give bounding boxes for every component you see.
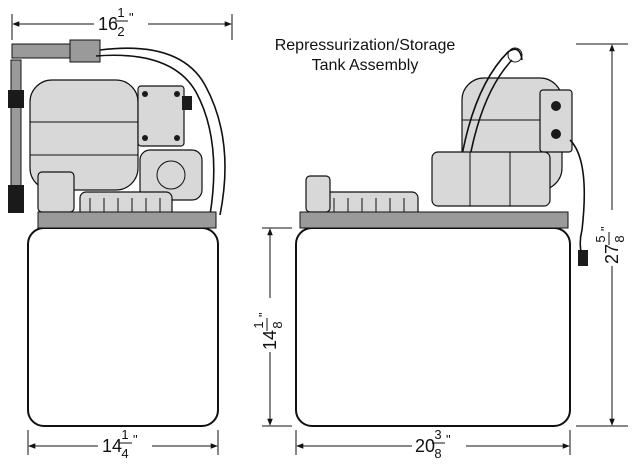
dim-side-width: 20 3 8 " xyxy=(295,427,571,461)
front-float-valve xyxy=(37,171,75,213)
dim-front-width-num: 1 xyxy=(121,427,128,442)
dim-side-width-num: 3 xyxy=(434,427,441,442)
dim-tank-height: 14 1 8 " xyxy=(251,227,292,427)
dim-tank-height-num: 1 xyxy=(251,321,266,328)
dim-tank-height-unit: " xyxy=(256,312,271,317)
dim-total-height: 27 5 8 " xyxy=(576,43,628,427)
front-control-box xyxy=(137,85,185,147)
dim-tank-height-whole: 14 xyxy=(260,330,280,350)
dim-total-height-unit: " xyxy=(598,226,613,231)
side-view xyxy=(295,47,588,427)
title-line-1: Repressurization/Storage xyxy=(274,37,456,54)
front-view xyxy=(8,39,226,427)
dim-front-width: 14 1 4 " xyxy=(27,427,219,461)
front-tank-lid xyxy=(37,211,217,229)
dim-total-height-whole: 27 xyxy=(602,244,622,264)
side-storage-tank xyxy=(295,227,571,427)
dim-top-width-num: 1 xyxy=(117,5,124,20)
side-tank-lid xyxy=(299,211,569,229)
dim-total-height-den: 8 xyxy=(612,235,627,242)
dim-top-width-den: 2 xyxy=(117,24,124,39)
dim-total-height-num: 5 xyxy=(593,235,608,242)
dim-front-width-unit: " xyxy=(133,432,138,447)
front-tee-body xyxy=(69,39,101,63)
side-power-cord xyxy=(569,139,586,261)
title-line-2: Tank Assembly xyxy=(311,57,419,74)
dim-side-width-den: 8 xyxy=(434,446,441,461)
dim-front-width-whole: 14 xyxy=(102,436,122,456)
side-power-plug xyxy=(578,250,588,266)
dim-top-width-whole: 16 xyxy=(98,14,118,34)
side-pump-motor xyxy=(431,151,551,207)
front-hose xyxy=(99,47,226,216)
dim-front-width-den: 4 xyxy=(121,446,128,461)
side-control-box xyxy=(539,89,573,153)
dim-tank-height-den: 8 xyxy=(270,321,285,328)
front-tee-fitting xyxy=(11,43,71,59)
dim-side-width-unit: " xyxy=(446,432,451,447)
side-float-valve xyxy=(305,175,331,213)
dim-top-width: 16 1 2 " xyxy=(11,5,233,40)
dim-top-width-unit: " xyxy=(129,10,134,25)
diagram-title: Repressurization/Storage Tank Assembly xyxy=(235,36,495,76)
dim-side-width-whole: 20 xyxy=(415,436,435,456)
front-storage-tank xyxy=(27,227,219,427)
side-hose xyxy=(457,48,523,181)
